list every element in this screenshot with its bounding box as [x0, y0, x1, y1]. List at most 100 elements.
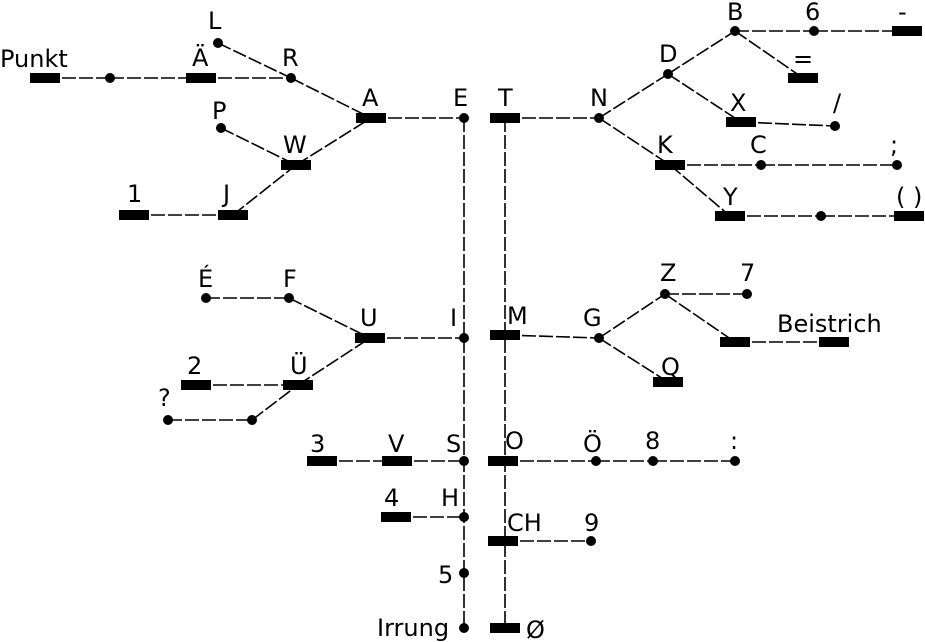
label-minus: - — [898, 0, 907, 26]
label-b: B — [727, 0, 743, 26]
dash-j — [218, 210, 248, 220]
edge-x-slash — [740, 121, 836, 127]
label-six: 6 — [805, 0, 820, 26]
label-eight: 8 — [645, 427, 660, 455]
edge-l-r — [217, 42, 292, 79]
label-y: Y — [722, 183, 738, 211]
dot-b — [730, 26, 740, 36]
dash-one — [119, 210, 149, 220]
dash-u — [355, 333, 385, 343]
label-semicolon: ; — [890, 131, 898, 159]
edge-j-w — [232, 164, 297, 216]
dot-semicolon — [892, 160, 902, 170]
label-k: K — [657, 131, 674, 159]
dot-l — [213, 38, 223, 48]
dash-x — [726, 117, 756, 127]
edge-w-a — [295, 117, 372, 166]
edge-b-equals — [734, 30, 804, 79]
label-x: X — [730, 89, 746, 117]
dash-four — [381, 512, 411, 522]
label-question: ? — [158, 384, 171, 412]
label-equals: = — [793, 45, 813, 73]
edge-z-beiD1 — [664, 293, 736, 343]
dot-slash — [830, 121, 840, 131]
label-e: E — [453, 84, 468, 112]
dot-f — [284, 293, 294, 303]
label-n: N — [590, 84, 608, 112]
label-nine: 9 — [584, 509, 599, 537]
dot-yN — [816, 211, 826, 221]
label-j: J — [221, 180, 230, 208]
label-q: Q — [661, 353, 680, 381]
label-s: S — [446, 430, 461, 458]
dash-a — [356, 113, 386, 123]
label-u: U — [360, 304, 378, 332]
label-irrung: Irrung — [377, 614, 449, 642]
dot-p — [216, 123, 226, 133]
dot-z — [660, 289, 670, 299]
dash-ch — [488, 536, 518, 546]
dot-eacute — [201, 293, 211, 303]
label-z: Z — [660, 259, 676, 287]
dash-minus — [892, 26, 922, 36]
edge-k-y — [669, 164, 731, 217]
label-f: F — [283, 265, 297, 293]
edge-p-w — [220, 127, 297, 166]
label-two: 2 — [187, 352, 202, 380]
dash-two — [181, 380, 211, 390]
tree-edges — [45, 30, 909, 628]
dash-ue — [283, 380, 313, 390]
dash-o — [488, 456, 518, 466]
dash-q — [653, 377, 683, 387]
edge-qN-ue — [251, 384, 299, 421]
label-parens: ( ) — [896, 183, 922, 211]
label-ch: CH — [507, 509, 542, 537]
label-one: 1 — [127, 180, 142, 208]
tree-marks — [30, 26, 924, 633]
dash-aeD — [186, 73, 216, 83]
edge-g-z — [598, 293, 666, 339]
label-l: L — [208, 7, 222, 35]
label-four: 4 — [384, 484, 399, 512]
dot-n — [594, 113, 604, 123]
edge-g-q — [598, 337, 669, 383]
edge-d-x — [667, 73, 742, 123]
dash-v — [382, 456, 412, 466]
label-g: G — [583, 304, 602, 332]
label-t: T — [497, 84, 513, 112]
label-h: H — [441, 484, 459, 512]
label-slash: / — [833, 89, 842, 117]
dash-y — [715, 211, 745, 221]
label-oe: Ö — [583, 429, 602, 458]
dot-colon — [730, 456, 740, 466]
dot-s — [459, 456, 469, 466]
dash-three — [307, 456, 337, 466]
dash-beiD2 — [819, 337, 849, 347]
dash-equals — [788, 73, 818, 83]
label-c: C — [750, 131, 767, 159]
label-r: R — [282, 44, 299, 72]
dash-k — [655, 160, 685, 170]
label-i: I — [450, 304, 457, 332]
dash-punkt — [30, 73, 60, 83]
dot-seven — [742, 289, 752, 299]
dot-r — [286, 73, 296, 83]
label-m: M — [507, 302, 528, 330]
label-a: A — [362, 84, 379, 112]
dash-w — [281, 160, 311, 170]
edge-n-k — [598, 117, 671, 166]
dot-aeN — [105, 73, 115, 83]
dot-question — [163, 415, 173, 425]
label-v: V — [388, 430, 405, 458]
dot-c — [756, 160, 766, 170]
dot-h — [459, 512, 469, 522]
label-e-acute: É — [198, 264, 213, 293]
edge-m-g — [504, 334, 600, 339]
dash-t — [490, 113, 520, 123]
label-five: 5 — [438, 561, 453, 589]
label-o: O — [505, 427, 524, 455]
edge-f-u — [288, 297, 371, 339]
edge-r-a — [290, 77, 372, 119]
